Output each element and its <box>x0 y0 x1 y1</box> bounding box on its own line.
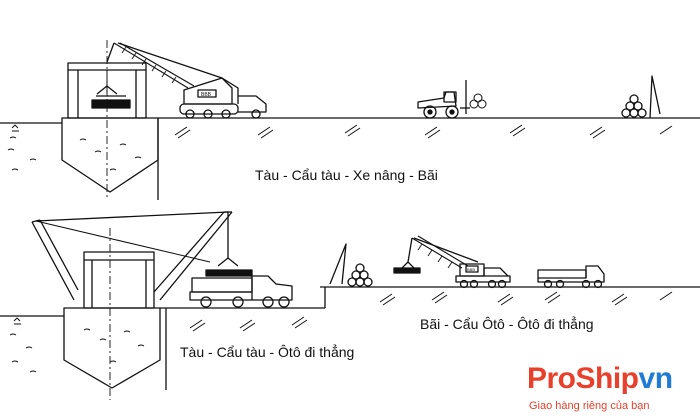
ship-gantry-upper <box>67 40 147 200</box>
truck-crane-lower: BBB <box>393 235 511 289</box>
water-surface-upper <box>0 122 62 171</box>
ship-a-frame-crane-lower <box>31 211 253 400</box>
caption-ship-crane-forklift-yard: Tàu - Cẩu tàu - Xe nâng - Bãi <box>255 167 438 183</box>
quay-ground-lower <box>160 286 700 390</box>
crawler-crane-upper: BBB <box>106 42 267 119</box>
flatbed-truck-lower-right <box>537 265 605 289</box>
pipe-stack-lower <box>329 243 373 287</box>
caption-ship-crane-truck-direct: Tàu - Cẩu tàu - Ôtô đi thẳng <box>180 344 355 360</box>
water-surface-lower <box>0 315 64 373</box>
forklift-upper <box>417 80 487 119</box>
caption-yard-truck-crane-truck-direct: Bãi - Cẩu Ôtô - Ôtô đi thẳng <box>420 316 594 332</box>
upper-scene: BBB <box>0 40 700 200</box>
truck-lower-left <box>189 275 293 308</box>
quay-ground-upper <box>157 117 700 200</box>
brand-name-part2: vn <box>638 362 674 395</box>
crane-label-upper: BBB <box>201 92 212 98</box>
brand-tagline: Giao hàng riêng của bạn <box>529 400 650 412</box>
ship-hull-lower <box>63 307 161 389</box>
lower-scene: BBB <box>0 211 700 400</box>
pipe-stack-upper <box>621 75 661 119</box>
brand-name: ProShipvn <box>527 362 673 396</box>
crane-label-lower: BBB <box>467 267 475 272</box>
ship-hull-upper <box>61 117 159 193</box>
brand-name-part1: ProShip <box>527 362 639 395</box>
proship-logo: ProShipvn Giao hàng riêng của bạn <box>527 362 697 416</box>
